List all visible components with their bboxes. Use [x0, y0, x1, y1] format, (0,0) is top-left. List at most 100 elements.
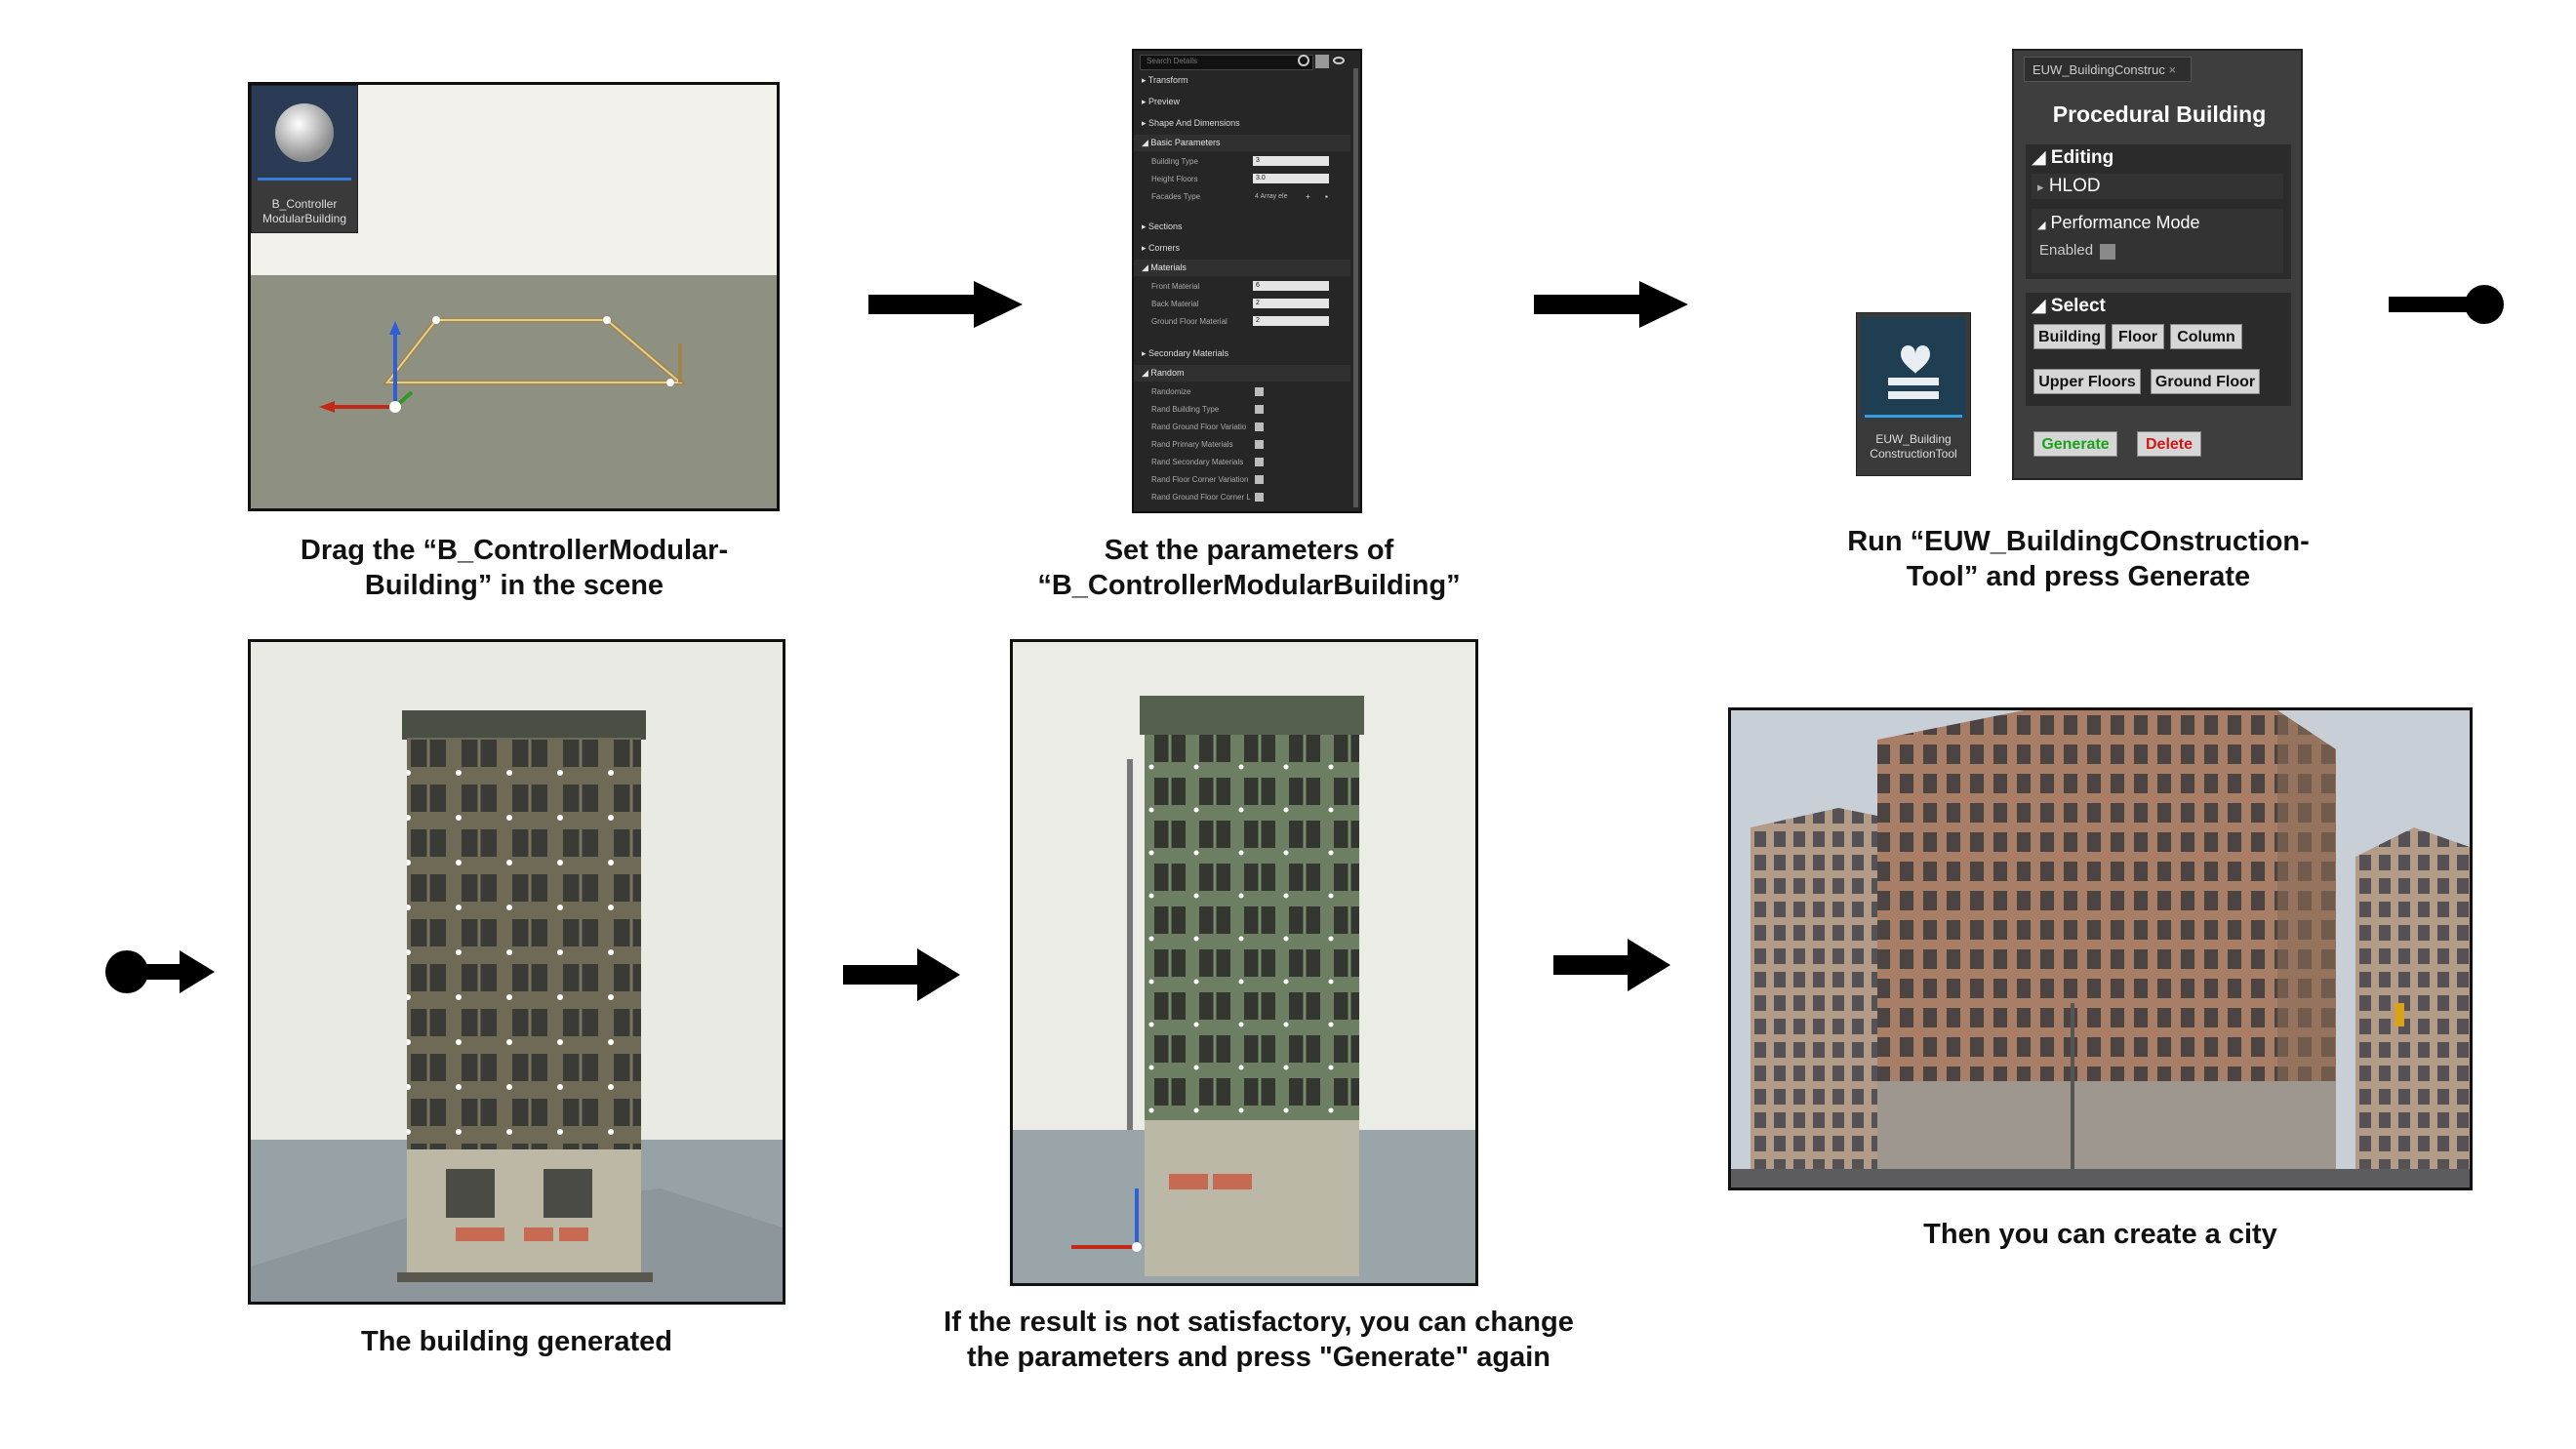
rand-building-type-checkbox[interactable] — [1255, 405, 1264, 414]
details-panel: Search Details ▸ Transform ▸ Preview ▸ S… — [1132, 49, 1362, 513]
arrow-right-icon — [843, 948, 960, 1001]
rand-secondary-materials-checkbox[interactable] — [1255, 458, 1264, 466]
select-label[interactable]: ◢ Select — [2032, 296, 2106, 316]
asset-tile-controller[interactable]: B_Controller ModularBuilding — [251, 85, 358, 233]
caption-step1: Drag the “B_ControllerModular- Building”… — [224, 533, 804, 603]
widget-tile-line1: EUW_Building — [1875, 432, 1952, 446]
front-material-field[interactable]: 6 — [1253, 281, 1329, 291]
details-search-placeholder: Search Details — [1147, 57, 1198, 65]
eye-icon[interactable] — [1333, 57, 1345, 64]
caption-step1-line2: Building” in the scene — [364, 570, 664, 601]
asset-tile-widget[interactable]: EUW_Building ConstructionTool — [1856, 312, 1971, 476]
section-preview[interactable]: ▸ Preview — [1142, 97, 1181, 106]
section-transform[interactable]: ▸ Transform — [1142, 75, 1188, 85]
chevron-right-icon: ▸ — [2037, 180, 2044, 194]
prop-rand-primary-materials: Rand Primary Materials — [1134, 436, 1350, 453]
arrow-right-icon — [1553, 939, 1670, 991]
select-column-button[interactable]: Column — [2170, 324, 2242, 349]
caption-step3-line2: Tool” and press Generate — [1906, 561, 2251, 592]
prop-rand-building-type: Rand Building Type — [1134, 401, 1350, 418]
caption-step4: The building generated — [360, 1326, 672, 1357]
generate-button[interactable]: Generate — [2033, 431, 2117, 457]
viewport-scene — [251, 85, 777, 508]
procedural-building-widget: EUW_BuildingConstruc × Procedural Buildi… — [2012, 49, 2303, 480]
enabled-checkbox[interactable] — [2100, 244, 2115, 260]
select-building-button[interactable]: Building — [2033, 324, 2106, 349]
building-variation-render — [1013, 642, 1475, 1283]
caption-step3: Run “EUW_BuildingCOnstruction- Tool” and… — [1756, 524, 2400, 594]
city-render — [1731, 710, 2470, 1187]
connector-end-icon — [2389, 285, 2504, 324]
caption-step2-line2: “B_ControllerModularBuilding” — [1037, 570, 1461, 601]
grid-view-icon[interactable] — [1315, 55, 1329, 68]
details-scrollbar[interactable] — [1353, 68, 1358, 507]
section-secondary-materials[interactable]: ▸ Secondary Materials — [1142, 348, 1229, 358]
rand-ground-floor-variation-checkbox[interactable] — [1255, 423, 1264, 431]
prop-rand-floor-corner-variation: Rand Floor Corner Variation — [1134, 471, 1350, 488]
prop-rand-ground-floor-variation: Rand Ground Floor Variatio — [1134, 419, 1350, 435]
section-basic-parameters[interactable]: ◢ Basic Parameters — [1134, 135, 1350, 151]
rand-primary-materials-checkbox[interactable] — [1255, 440, 1264, 449]
building-type-field[interactable]: 3 — [1253, 156, 1329, 166]
section-sections[interactable]: ▸ Sections — [1142, 221, 1183, 231]
section-materials[interactable]: ◢ Materials — [1134, 260, 1350, 276]
widget-blueprint-icon — [1861, 317, 1966, 419]
prop-rand-secondary-materials: Rand Secondary Materials — [1134, 454, 1350, 470]
ground-floor-material-field[interactable]: 2 — [1253, 316, 1329, 326]
prop-randomize: Randomize — [1134, 383, 1350, 400]
add-element-icon[interactable]: + — [1306, 192, 1310, 201]
caption-step2: Set the parameters of “B_ControllerModul… — [966, 533, 1532, 603]
chevron-down-icon: ◢ — [2037, 220, 2046, 231]
widget-tile-line2: ConstructionTool — [1870, 447, 1957, 461]
step5-building-variation-image — [1010, 639, 1478, 1286]
back-material-field[interactable]: 2 — [1253, 299, 1329, 308]
widget-tab[interactable]: EUW_BuildingConstruc × — [2024, 57, 2192, 82]
asset-tile-line2: ModularBuilding — [262, 212, 347, 225]
section-shape[interactable]: ▸ Shape And Dimensions — [1142, 118, 1240, 128]
step6-city-image — [1728, 707, 2473, 1190]
rand-ground-floor-corner-checkbox[interactable] — [1255, 493, 1264, 502]
asset-tile-line1: B_Controller — [271, 197, 338, 211]
caption-step6: Then you can create a city — [1923, 1219, 2277, 1250]
sphere-icon — [252, 86, 357, 181]
editing-section: ◢ Editing ▸ HLOD ◢ Performance Mode Enab… — [2026, 144, 2291, 279]
delete-button[interactable]: Delete — [2137, 431, 2201, 457]
arrow-right-icon — [1534, 281, 1688, 328]
section-corners[interactable]: ▸ Corners — [1142, 243, 1181, 253]
performance-mode-label[interactable]: ◢ Performance Mode — [2037, 213, 2200, 232]
enabled-label: Enabled — [2039, 242, 2094, 259]
section-random[interactable]: ◢ Random — [1134, 365, 1350, 382]
caption-step5-line2: the parameters and press "Generate" agai… — [966, 1342, 1551, 1373]
height-floors-field[interactable]: 3.0 — [1253, 174, 1329, 183]
connector-start-icon — [105, 950, 215, 993]
select-floor-button[interactable]: Floor — [2112, 324, 2164, 349]
select-upper-floors-button[interactable]: Upper Floors — [2033, 369, 2141, 394]
editing-label[interactable]: ◢ Editing — [2032, 147, 2114, 168]
trash-icon[interactable]: ▪ — [1325, 192, 1328, 201]
close-icon[interactable]: × — [2168, 62, 2177, 77]
performance-row: ◢ Performance Mode Enabled — [2032, 209, 2283, 273]
step4-building-image — [248, 639, 785, 1305]
building-render — [251, 642, 783, 1302]
details-search-input[interactable]: Search Details — [1140, 55, 1313, 70]
caption-step5-line1: If the result is not satisfactory, you c… — [944, 1307, 1574, 1338]
widget-title: Procedural Building — [2052, 101, 2267, 127]
caption-step3-line1: Run “EUW_BuildingCOnstruction- — [1847, 526, 2310, 557]
prop-rand-ground-floor-corner: Rand Ground Floor Corner L — [1134, 489, 1350, 505]
caption-step5: If the result is not satisfactory, you c… — [878, 1305, 1639, 1375]
select-ground-floor-button[interactable]: Ground Floor — [2151, 369, 2260, 394]
randomize-checkbox[interactable] — [1255, 387, 1264, 396]
hlod-row[interactable]: ▸ HLOD — [2032, 174, 2283, 199]
search-icon[interactable] — [1298, 55, 1309, 66]
caption-step2-line1: Set the parameters of — [1104, 535, 1394, 566]
facades-type-value: 4 Array ele — [1255, 193, 1288, 200]
hlod-label: ▸ HLOD — [2037, 176, 2101, 196]
step1-viewport: B_Controller ModularBuilding — [248, 82, 780, 511]
rand-floor-corner-variation-checkbox[interactable] — [1255, 475, 1264, 484]
